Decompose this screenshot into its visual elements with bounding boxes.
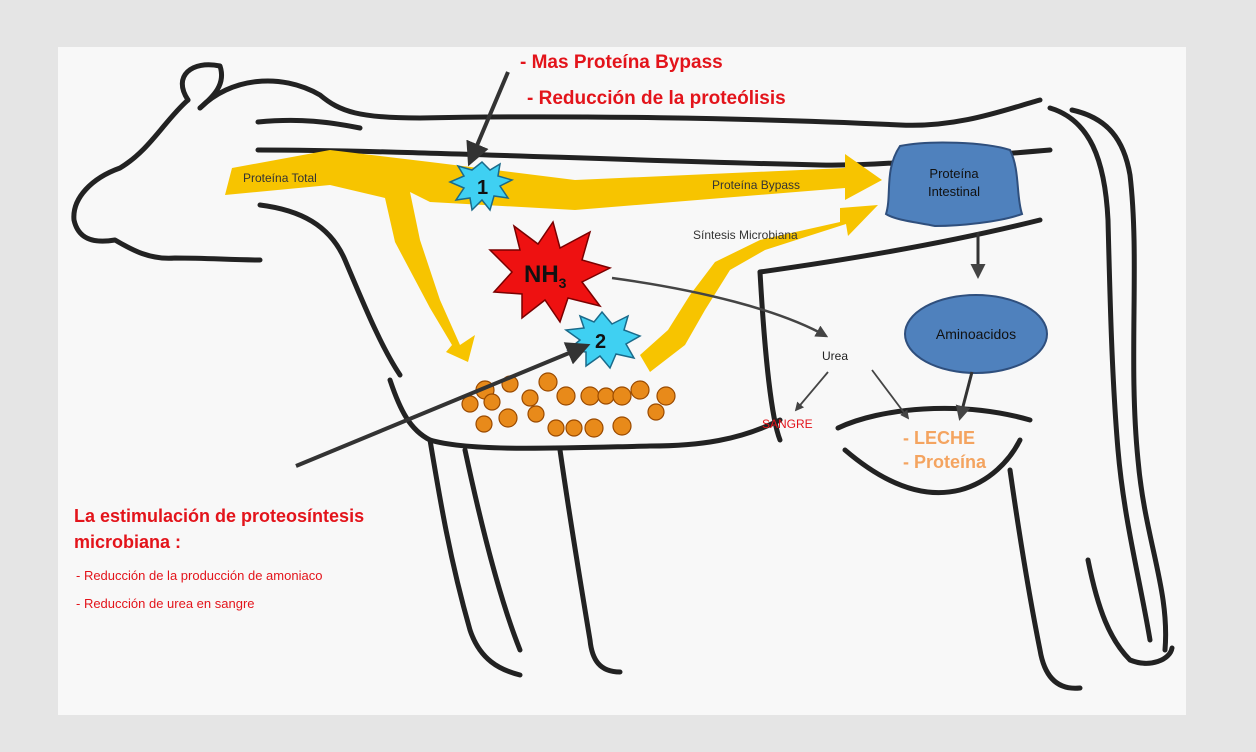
amino-acids-label: Aminoacidos [936,326,1016,342]
marker-1: 1 [448,160,515,212]
microbe-icon [538,372,558,392]
microbe-icon [580,386,600,406]
microbe-icon [584,418,604,438]
intestinal-protein-shape [884,141,1024,228]
microbe-icon [521,389,539,407]
intestinal-protein-label-line2: Intestinal [928,184,980,199]
microbe-icon [612,386,632,406]
intestinal-protein-node: Proteína Intestinal [884,141,1024,228]
intestinal-protein-label-line1: Proteína [929,166,979,181]
flow-arrows [225,150,882,372]
top-note-proteolysis: - Reducción de la proteólisis [527,88,786,109]
microbe-icon [647,403,665,421]
microbe-icon [630,380,650,400]
arrow-to-marker-1 [466,71,510,167]
bottom-note-title-line2: microbiana : [74,532,181,552]
blood-label: SANGRE [762,417,813,431]
label-microbial-synthesis: Síntesis Microbiana [693,228,798,242]
amino-acids-shape [904,294,1048,374]
output-milk: - LECHE [903,428,975,448]
diagram-panel [58,47,1186,715]
bottom-note-title-line1: La estimulación de proteosíntesis [74,506,364,526]
output-protein: - Proteína [903,452,987,472]
top-note-bypass: - Mas Proteína Bypass [520,52,723,73]
microbe-icon [612,416,632,436]
microbe-icon [597,387,615,405]
marker-1-label: 1 [477,177,488,199]
star-1-icon [448,160,515,212]
label-bypass-protein: Proteína Bypass [712,178,800,192]
marker-nh3: NH3 [488,220,613,324]
arrow-to-marker-2 [295,342,591,468]
arrow-nh3-to-urea [611,276,829,338]
microbe-icon [656,386,676,406]
amino-acids-node: Aminoacidos [904,294,1048,374]
microbe-icon [527,405,545,423]
bottom-note-item-2: - Reducción de urea en sangre [76,596,255,611]
microbe-icon [498,408,518,428]
cow-outline [71,62,1175,691]
microbe-icon [483,393,501,411]
arrow-urea-to-blood [794,371,829,412]
bottom-note-item-1: - Reducción de la producción de amoniaco [76,568,322,583]
arrow-amino-to-milk [955,371,974,421]
flow-microbial-arrow [640,205,878,372]
marker-2: 2 [563,310,642,370]
microbe-icon [565,419,583,437]
flow-total-protein-arrow [225,150,882,362]
arrow-urea-to-milk [871,369,910,420]
marker-2-label: 2 [595,331,606,353]
microbe-icon [547,419,565,437]
star-2-icon [563,310,642,370]
nh3-base-text: NH [524,261,559,288]
microbe-cluster [461,372,676,438]
nh3-label: NH3 [524,261,567,291]
nh3-subscript: 3 [559,275,567,291]
label-total-protein: Proteína Total [243,171,317,185]
microbe-icon [475,415,493,433]
microbe-icon [556,386,576,406]
nh3-star-icon [488,220,613,324]
urea-label: Urea [822,349,848,363]
